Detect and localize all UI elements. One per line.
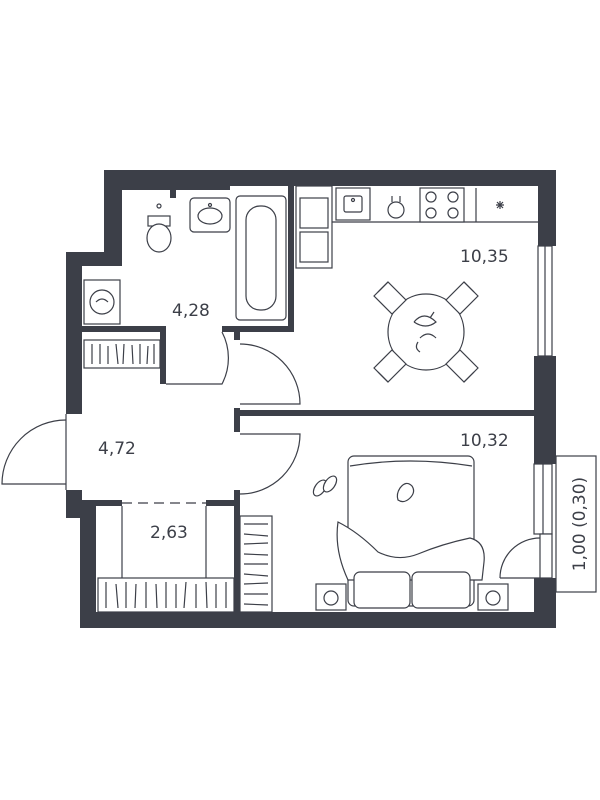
chair-bottom-left xyxy=(373,349,407,383)
pillow-right xyxy=(411,571,471,609)
interior-walls xyxy=(82,184,534,612)
bathroom-area: 4,28 xyxy=(172,301,210,321)
kitchen-area: 10,35 xyxy=(460,247,509,267)
kitchen-door xyxy=(239,343,301,405)
doors xyxy=(1,331,541,579)
storage-area: 2,63 xyxy=(150,523,188,543)
nightstand-right xyxy=(477,583,509,611)
toilet xyxy=(146,223,172,253)
bathroom-fixtures xyxy=(83,195,287,325)
wardrobe-bedroom xyxy=(239,515,273,613)
kettle-icon xyxy=(387,201,405,219)
cat-icon xyxy=(396,482,415,503)
balcony-box xyxy=(555,455,597,593)
entrance-door xyxy=(1,419,67,485)
bedroom-area: 10,32 xyxy=(460,431,509,451)
windows xyxy=(533,245,553,579)
chair-bottom-right xyxy=(445,349,479,383)
chair-top-right xyxy=(445,281,479,315)
wardrobe-storage xyxy=(97,506,235,613)
balcony-area: 1,00 (0,30) xyxy=(570,477,590,571)
bedroom-door xyxy=(239,433,301,495)
table xyxy=(387,293,465,371)
bathroom-door xyxy=(166,331,229,385)
chair-top-left xyxy=(373,281,407,315)
asterisk-icon xyxy=(496,201,504,209)
dining-table xyxy=(373,281,479,383)
wardrobe-hallway xyxy=(83,339,161,369)
blanket xyxy=(336,521,485,581)
outer-walls xyxy=(66,170,556,628)
hallway-area: 4,72 xyxy=(98,439,136,459)
stove xyxy=(419,187,465,223)
balcony-door xyxy=(499,537,541,579)
bed xyxy=(312,455,509,611)
pillow-left xyxy=(353,571,411,609)
slippers-icon xyxy=(312,475,338,497)
kitchen-fixtures xyxy=(295,185,538,269)
